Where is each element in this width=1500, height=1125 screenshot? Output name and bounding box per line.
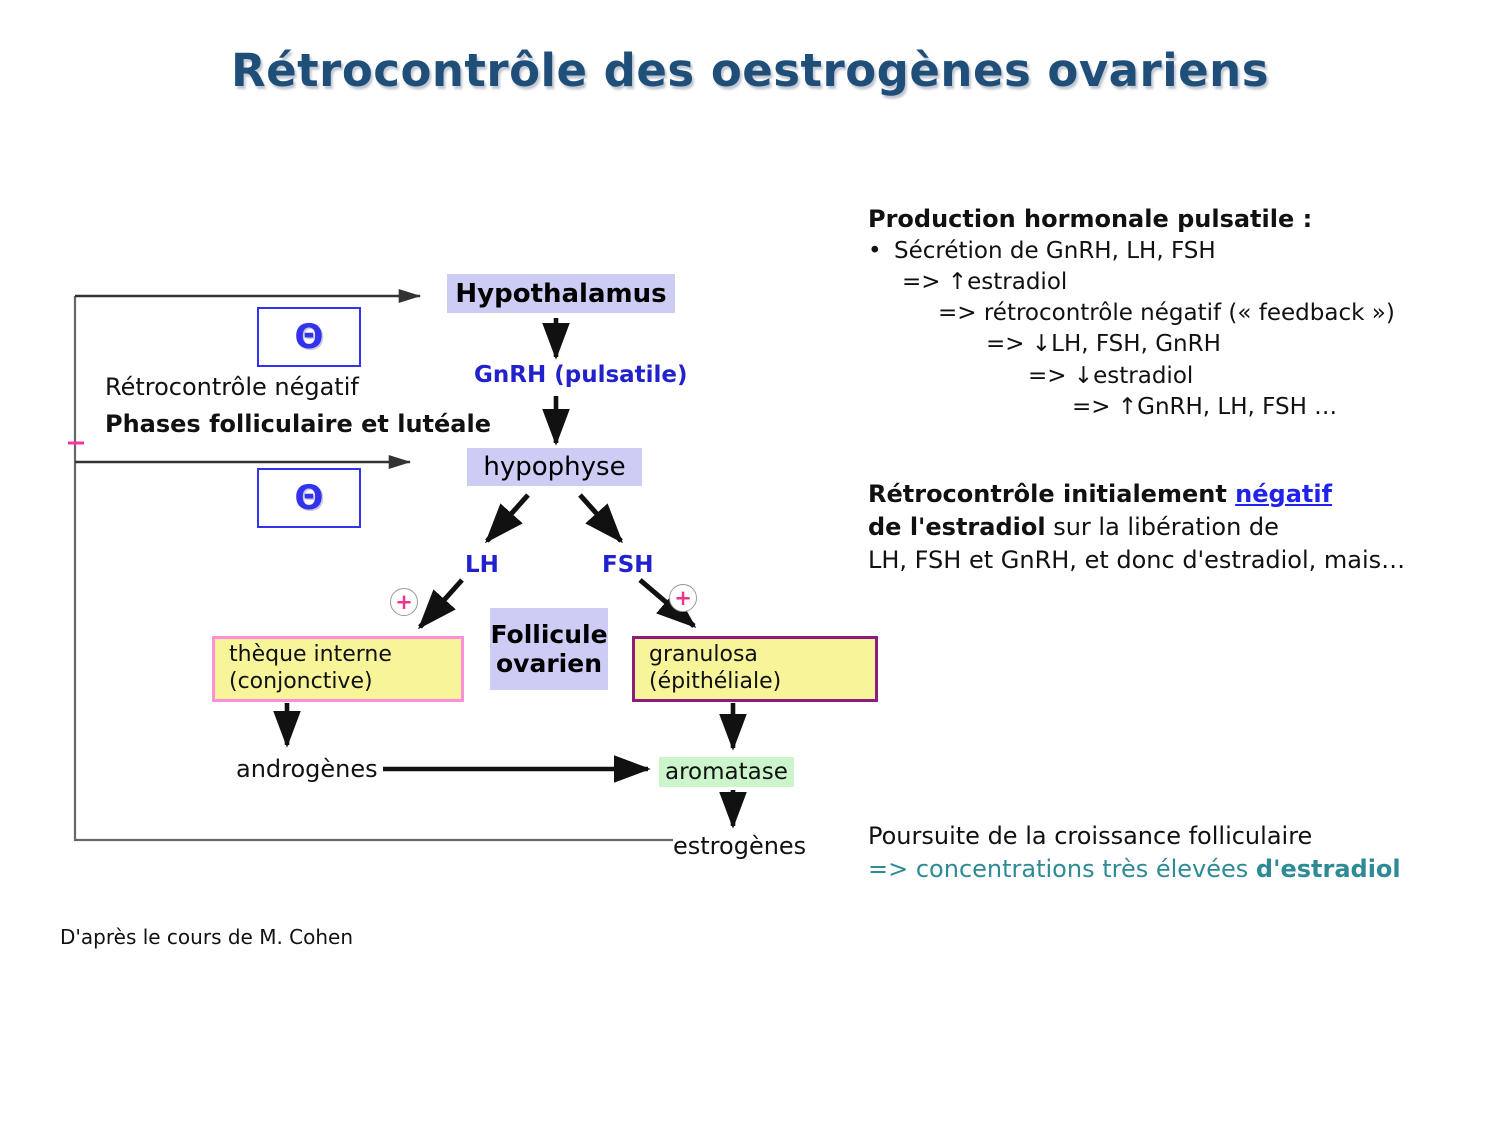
arrow-hypophyse-to-lh	[485, 493, 530, 544]
cascade-step-4: => ↓estradiol	[1028, 362, 1194, 389]
node-follicule-ovarien: Follicule ovarien	[490, 608, 608, 690]
retrocontrole-line-2: de l'estradiol sur la libération de	[868, 511, 1405, 544]
feedback-label-line-1: Rétrocontrôle négatif	[105, 373, 359, 401]
production-bullet-text: Sécrétion de GnRH, LH, FSH	[894, 237, 1216, 264]
negatif-link[interactable]: négatif	[1235, 480, 1333, 508]
poursuite-estradiol-bold: d'estradiol	[1255, 855, 1401, 884]
granulosa-line-1: granulosa	[649, 642, 758, 668]
follicule-line-2: ovarien	[496, 649, 602, 678]
granulosa-line-2: (épithéliale)	[649, 669, 782, 694]
poursuite-line-1: Poursuite de la croissance folliculaire	[868, 822, 1313, 850]
negative-feedback-badge-lower: Θ	[257, 468, 361, 528]
arrow-fsh-to-granulosa	[638, 578, 697, 628]
cascade-step-2: => rétrocontrôle négatif (« feedback »)	[938, 300, 1395, 327]
retrocontrole-line-2-rest: sur la libération de	[1045, 513, 1279, 542]
plus-icon-fsh: +	[669, 584, 697, 612]
production-heading: Production hormonale pulsatile :	[868, 205, 1313, 233]
node-hypothalamus: Hypothalamus	[447, 274, 675, 313]
diagram-connectors	[68, 288, 747, 842]
estradiol-bold: de l'estradiol	[868, 513, 1046, 542]
node-granulosa: granulosa (épithéliale)	[632, 636, 878, 702]
cascade-step-1: => ↑estradiol	[902, 268, 1068, 295]
page-title: Rétrocontrôle des oestrogènes ovariens	[231, 44, 1269, 97]
block-poursuite-croissance: Poursuite de la croissance folliculaire …	[868, 820, 1401, 886]
feedback-label-line-2: Phases folliculaire et lutéale	[105, 410, 491, 438]
theque-line-2: (conjonctive)	[229, 669, 373, 694]
follicule-line-1: Follicule	[490, 619, 608, 649]
explanation-column: Production hormonale pulsatile : • Sécrét…	[868, 0, 1488, 1125]
cascade-step-3: => ↓LH, FSH, GnRH	[986, 331, 1221, 358]
poursuite-line-2-lead: => concentrations très élevées	[868, 855, 1256, 884]
negative-feedback-badge-upper: Θ	[257, 307, 361, 367]
block-production-hormonale: Production hormonale pulsatile : • Sécrét…	[868, 204, 1395, 423]
production-bullet: • Sécrétion de GnRH, LH, FSH	[868, 236, 1395, 267]
theta-icon: Θ	[294, 317, 324, 357]
bullet-icon: •	[868, 237, 882, 264]
node-fsh: FSH	[602, 552, 654, 578]
node-lh: LH	[465, 552, 499, 578]
arrow-hypophyse-to-fsh	[578, 493, 623, 544]
block-retrocontrole-initial: Rétrocontrôle initialement négatif de l'…	[868, 478, 1405, 577]
poursuite-line-2: => concentrations très élevées d'estradi…	[868, 853, 1401, 886]
retrocontrole-line-3: LH, FSH et GnRH, et donc d'estradiol, ma…	[868, 546, 1406, 575]
plus-icon-lh: +	[390, 588, 418, 616]
cascade-step-5: => ↑GnRH, LH, FSH …	[1072, 394, 1338, 420]
node-gnrh: GnRH (pulsatile)	[474, 362, 688, 388]
retrocontrole-line-1-lead: Rétrocontrôle initialement	[868, 480, 1236, 508]
arrow-lh-to-theque	[418, 578, 464, 630]
node-theque-interne: thèque interne (conjonctive)	[212, 636, 464, 702]
node-estrogenes: estrogènes	[673, 832, 807, 860]
node-aromatase: aromatase	[659, 757, 794, 787]
source-credit: D'après le cours de M. Cohen	[60, 925, 354, 949]
theque-line-1: thèque interne	[229, 642, 392, 668]
retrocontrole-line-1: Rétrocontrôle initialement négatif	[868, 478, 1405, 511]
node-hypophyse: hypophyse	[467, 448, 642, 486]
feedback-loop-path	[73, 296, 673, 842]
theta-icon: Θ	[294, 478, 324, 518]
node-androgenes: androgènes	[236, 755, 378, 783]
diagram-pathway: Hypothalamus GnRH (pulsatile) hypophyse …	[0, 0, 880, 900]
